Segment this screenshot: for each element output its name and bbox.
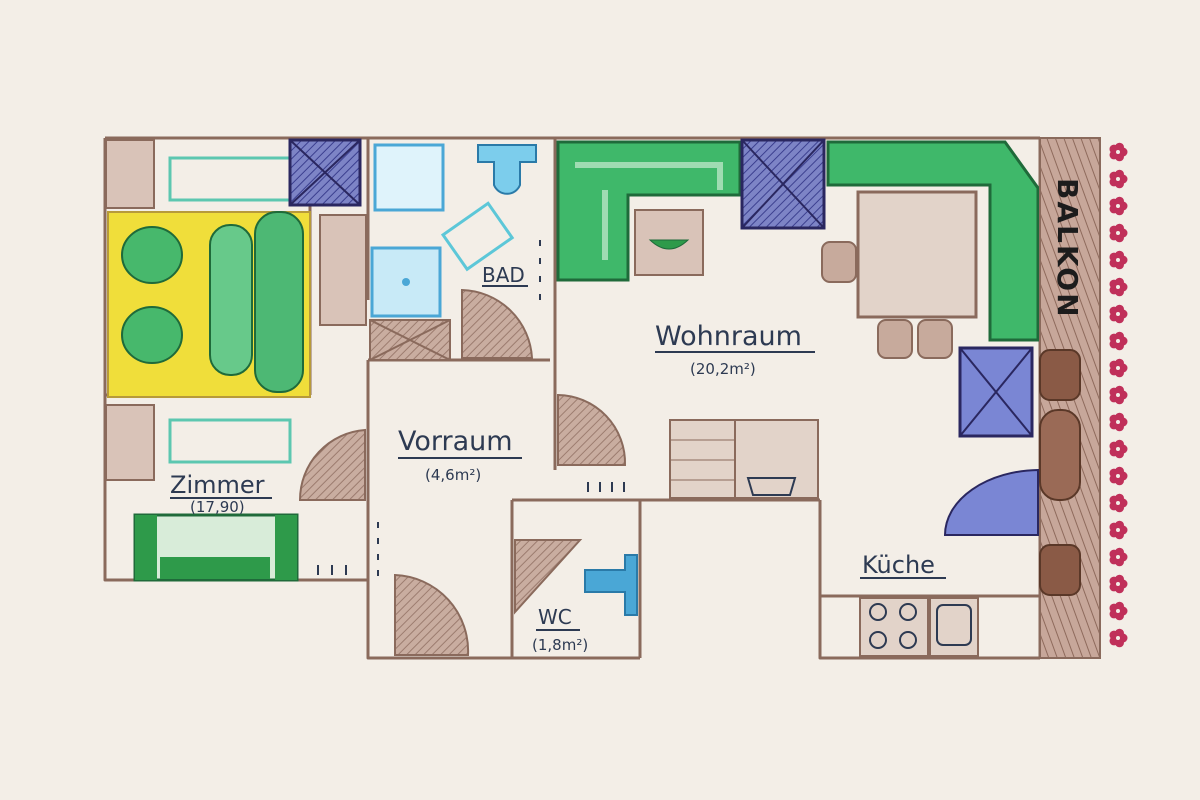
room-labels: Zimmer (17,90) Vorraum (4,6m²) BAD Wohnr… — [170, 178, 1084, 654]
blanket — [254, 211, 304, 393]
flower-box — [1109, 142, 1128, 648]
door-vorraum-right — [557, 393, 627, 466]
flower — [1109, 520, 1128, 540]
vorraum-room — [394, 393, 627, 656]
toilet — [477, 144, 537, 195]
dining-table — [856, 190, 978, 319]
wardrobe-left-lower — [105, 404, 155, 481]
sofa-arm-left — [135, 515, 157, 580]
washbasin — [370, 246, 442, 318]
wardrobe-left — [105, 139, 155, 209]
sofa-seat — [160, 557, 270, 579]
bad-room — [369, 143, 537, 361]
flower — [1109, 331, 1128, 351]
pillow — [121, 226, 183, 284]
shower-tray — [373, 143, 445, 212]
wc-name: WC — [538, 605, 572, 629]
sofa-arm-right — [275, 515, 297, 580]
flower — [1109, 601, 1128, 621]
door-balkon — [943, 468, 1039, 536]
flower — [1109, 277, 1128, 297]
wohnraum-area: (20,2m²) — [690, 360, 756, 378]
radiators — [317, 240, 625, 576]
flower — [1109, 196, 1128, 216]
wc-room — [514, 539, 638, 616]
flower — [1109, 439, 1128, 459]
door-wc — [514, 539, 583, 615]
kueche-name: Küche — [862, 551, 935, 579]
side-cabinet — [319, 214, 367, 326]
wc-toilet — [584, 554, 638, 616]
flower — [1109, 385, 1128, 405]
balkon-chair — [1039, 349, 1081, 401]
flower — [1109, 304, 1128, 324]
bath-mat — [440, 201, 515, 272]
drain — [402, 278, 410, 286]
sink — [746, 477, 797, 496]
zimmer-name: Zimmer — [170, 471, 265, 499]
flower — [1109, 493, 1128, 513]
blanket — [209, 224, 253, 376]
flower — [1109, 250, 1128, 270]
rug-top — [168, 156, 292, 202]
balkon-chair — [1039, 544, 1081, 596]
zimmer-room — [105, 138, 367, 582]
stove — [859, 597, 929, 657]
wohnraum-name: Wohnraum — [655, 321, 802, 352]
bad-name: BAD — [482, 263, 525, 287]
flower — [1109, 547, 1128, 567]
chair — [877, 319, 913, 359]
door-zimmer — [298, 428, 366, 501]
door-entrance — [394, 573, 470, 656]
rug-bottom — [168, 418, 292, 464]
vorraum-area: (4,6m²) — [425, 466, 481, 484]
flower — [1109, 628, 1128, 648]
flower — [1109, 358, 1128, 378]
balkon-table — [1039, 409, 1081, 501]
door-bad — [461, 288, 534, 359]
flower — [1109, 142, 1128, 162]
vorraum-name: Vorraum — [398, 426, 513, 457]
kueche-room — [859, 597, 979, 657]
chair — [917, 319, 953, 359]
pillow — [121, 306, 183, 364]
flower — [1109, 412, 1128, 432]
kitchen-cabinet — [669, 419, 819, 499]
zimmer-area: (17,90) — [190, 498, 245, 516]
flower — [1109, 223, 1128, 243]
flower — [1109, 169, 1128, 189]
chair — [821, 241, 857, 283]
balkon-area — [1039, 137, 1128, 659]
balkon-name: BALKON — [1051, 178, 1084, 319]
wc-area: (1,8m²) — [532, 636, 588, 654]
corner-bench — [826, 140, 1040, 342]
flower — [1109, 466, 1128, 486]
wohnraum-room — [556, 138, 1040, 536]
flower — [1109, 574, 1128, 594]
